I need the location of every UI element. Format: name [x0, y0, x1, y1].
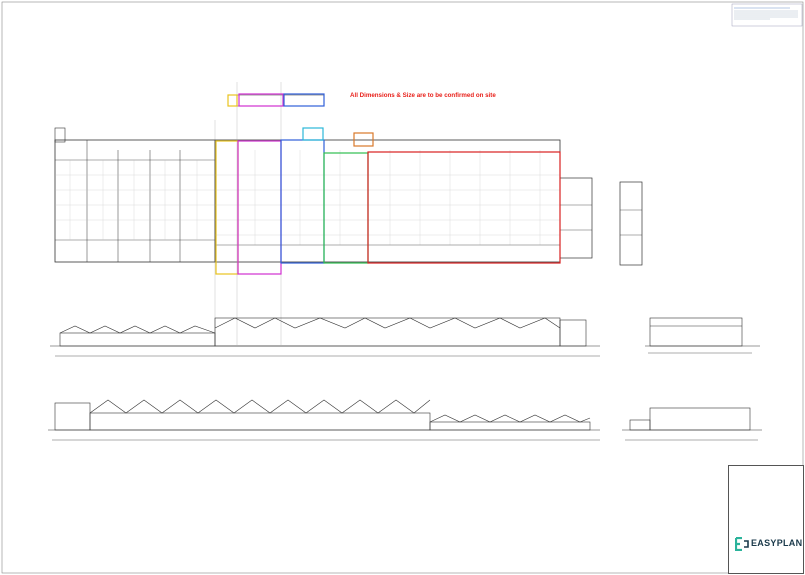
floor-plan: [54, 82, 643, 345]
easyplan-logo-mark-icon: [735, 537, 749, 551]
unit-outline-orange: [353, 132, 374, 147]
elevation-south-east: [622, 407, 762, 441]
elevation-north-west: [645, 317, 760, 354]
elevation-north-east: [48, 399, 600, 441]
copyright-note: [731, 3, 803, 27]
unit-outline-blue: [280, 139, 325, 264]
unit-outline-green: [323, 152, 369, 264]
unit-outline-magenta: [237, 140, 282, 275]
unit-outlines: [215, 93, 561, 275]
elevation-south-west: [50, 317, 600, 357]
title-block: [728, 465, 804, 574]
unit-outline-red: [367, 151, 561, 264]
easyplan-logo: EASYPLAN: [735, 537, 803, 551]
dimensions-notice: All Dimensions & Size are to be confirme…: [350, 92, 496, 99]
unit-outline-yellow: [215, 140, 239, 275]
unit-outline-cyan: [302, 127, 324, 141]
easyplan-logo-text: EASYPLAN: [751, 538, 803, 548]
